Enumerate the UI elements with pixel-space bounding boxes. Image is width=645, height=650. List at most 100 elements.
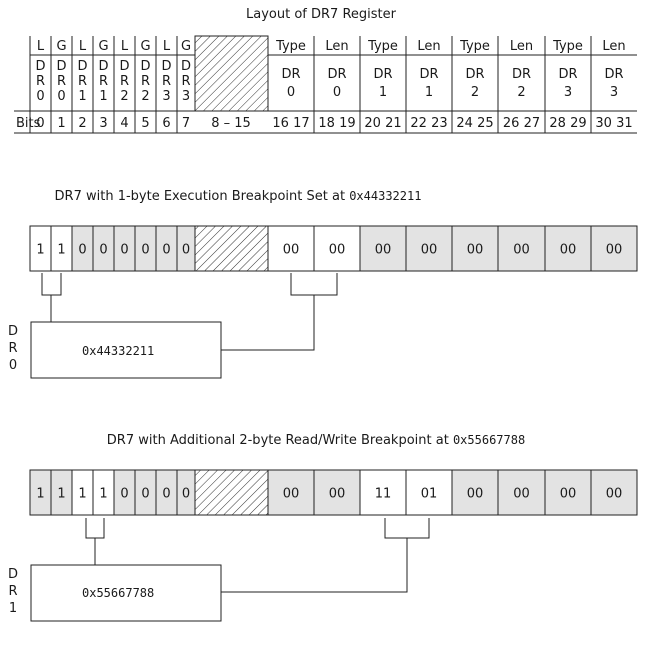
field-register: DR [419, 67, 438, 82]
example2-register-value: 0x55667788 [82, 586, 154, 600]
field-cell [359, 469, 407, 516]
reserved-bits-label: 8 – 15 [211, 116, 251, 131]
example1-connectors [41, 273, 338, 351]
dr-column-letter: D [98, 59, 108, 74]
field-cell [405, 225, 453, 272]
field-cell [405, 469, 453, 516]
field-header: Len [417, 39, 440, 54]
bit-number: 7 [182, 116, 190, 131]
field-header: Len [602, 39, 625, 54]
bit-value: 0 [78, 243, 86, 258]
dr-column-letter: D [77, 59, 87, 74]
dr-column-letter: D [161, 59, 171, 74]
field-register-index: 3 [610, 85, 618, 100]
dr-column-letter: 2 [120, 89, 128, 104]
dr-column-letter: D [181, 59, 191, 74]
field-register-index: 1 [425, 85, 433, 100]
field-register-index: 2 [471, 85, 479, 100]
field-register-index: 3 [564, 85, 572, 100]
enable-flag-label: G [140, 39, 150, 54]
field-value: 00 [606, 487, 623, 502]
field-value: 00 [606, 243, 623, 258]
dr-column-letter: 2 [141, 89, 149, 104]
enable-flag-label: L [79, 39, 87, 54]
field-register-index: 0 [287, 85, 295, 100]
dr-column-letter: R [78, 74, 87, 89]
layout-title: Layout of DR7 Register [246, 7, 397, 22]
bit-value: 0 [182, 487, 190, 502]
dr-column-letter: 0 [36, 89, 44, 104]
bit-number: 2 [78, 116, 86, 131]
bit-value: 0 [120, 243, 128, 258]
example2-title-address: 0x55667788 [453, 433, 525, 447]
register-label-letter: R [8, 341, 17, 356]
field-register: DR [281, 67, 300, 82]
field-register-index: 0 [333, 85, 341, 100]
example1-title-address: 0x44332211 [349, 189, 421, 203]
field-header: Type [275, 39, 306, 54]
layout-reserved-hatch [195, 36, 268, 111]
field-register: DR [465, 67, 484, 82]
bit-value: 0 [162, 243, 170, 258]
field-value: 00 [421, 243, 438, 258]
field-header: Len [325, 39, 348, 54]
field-cell [590, 225, 638, 272]
field-bit-range: 20 21 [364, 116, 401, 131]
enable-flag-label: L [37, 39, 45, 54]
field-value: 00 [375, 243, 392, 258]
register-label-letter: 1 [9, 601, 17, 616]
field-value: 11 [375, 487, 392, 502]
reserved-hatch [195, 226, 268, 271]
bit-value: 0 [120, 487, 128, 502]
dr-column-letter: 1 [78, 89, 86, 104]
field-value: 00 [283, 487, 300, 502]
dr-column-letter: R [99, 74, 108, 89]
example1-title: DR7 with 1-byte Execution Breakpoint Set… [55, 189, 422, 204]
bit-number: 5 [141, 116, 149, 131]
bit-number: 0 [36, 116, 44, 131]
field-value: 00 [329, 487, 346, 502]
field-register: DR [327, 67, 346, 82]
example1-register-label: DR0 [8, 324, 18, 373]
field-value: 00 [560, 487, 577, 502]
field-value: 01 [421, 487, 438, 502]
field-cell [451, 469, 499, 516]
bit-value: 1 [57, 487, 65, 502]
example2-register-label: DR 1 [8, 567, 18, 616]
field-header: Len [510, 39, 533, 54]
bit-value: 0 [182, 243, 190, 258]
field-register-index: 1 [379, 85, 387, 100]
field-value: 00 [560, 243, 577, 258]
dr-column-letter: R [141, 74, 150, 89]
field-cell [544, 469, 592, 516]
dr-column-letter: R [162, 74, 171, 89]
dr-column-letter: R [36, 74, 45, 89]
dr-column-letter: 1 [99, 89, 107, 104]
field-register-index: 2 [517, 85, 525, 100]
field-value: 00 [467, 487, 484, 502]
bit-number: 4 [120, 116, 128, 131]
example1-register-box: 0x44332211 [30, 321, 222, 379]
dr-column-letter: 3 [182, 89, 190, 104]
field-value: 00 [283, 243, 300, 258]
register-label-letter: 0 [9, 358, 17, 373]
field-bit-range: 24 25 [456, 116, 493, 131]
bits-label: Bits [16, 116, 41, 131]
field-cell [359, 225, 407, 272]
field-value: 00 [513, 243, 530, 258]
example2-title: DR7 with Additional 2-byte Read/Write Br… [107, 433, 525, 448]
bit-value: 1 [99, 487, 107, 502]
field-cell [590, 469, 638, 516]
bit-value: 0 [99, 243, 107, 258]
field-cell [267, 225, 315, 272]
dr-column-letter: 0 [57, 89, 65, 104]
register-label-letter: R [8, 584, 17, 599]
bit-number: 3 [99, 116, 107, 131]
enable-flag-label: G [181, 39, 191, 54]
field-header: Type [459, 39, 490, 54]
register-label-letter: D [8, 567, 18, 582]
field-header: Type [367, 39, 398, 54]
